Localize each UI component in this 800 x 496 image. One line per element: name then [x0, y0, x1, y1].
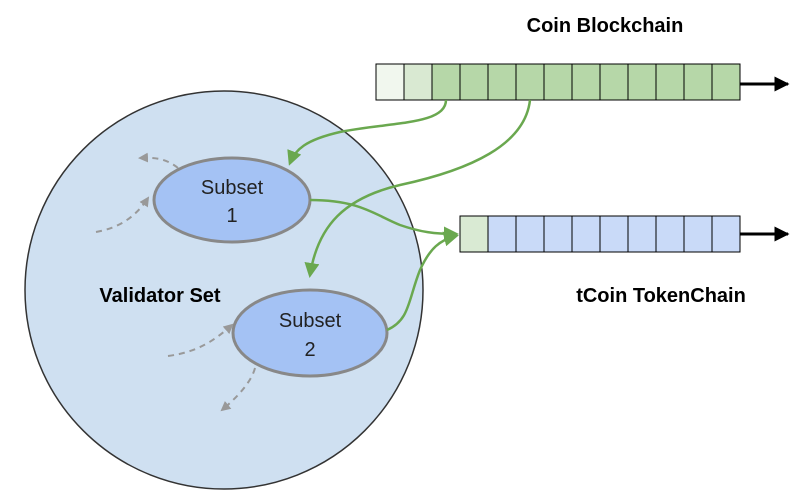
validator-set-label: Validator Set [99, 285, 220, 307]
coin-chain-block [515, 63, 545, 101]
token-chain [459, 215, 741, 253]
coin-blockchain-title: Coin Blockchain [527, 15, 684, 37]
token-chain-block [543, 215, 573, 253]
subset-2-label-line1: Subset [279, 310, 342, 332]
gossip-in-subset-2-arrow [167, 323, 234, 357]
token-chain-block [627, 215, 657, 253]
coin-chain-block [403, 63, 433, 101]
coin-chain-block [599, 63, 629, 101]
token-chain-block [571, 215, 601, 253]
subset-1-ellipse [152, 156, 312, 244]
token-chain-block [515, 215, 545, 253]
token-chain-block [599, 215, 629, 253]
coin-chain-block [431, 63, 461, 101]
coin-to-subset-1-arrow [287, 99, 448, 166]
coin-chain-block [543, 63, 573, 101]
subset-2-to-token-arrow [386, 231, 459, 332]
coin-blockchain [375, 63, 741, 101]
token-chain-title: tCoin TokenChain [576, 285, 746, 307]
subset-1-to-token-arrow [309, 198, 459, 242]
subset-2: Subset 2 [231, 288, 389, 378]
gossip-in-subset-1-arrow [95, 196, 150, 233]
subset-1: Subset 1 [152, 156, 312, 244]
gossip-out-subset-1-arrow [138, 152, 179, 169]
coin-chain-block [459, 63, 489, 101]
token-chain-block [683, 215, 713, 253]
subset-2-ellipse [231, 288, 389, 378]
coin-to-subset-2-arrow [304, 99, 532, 278]
coin-chain-block [627, 63, 657, 101]
subset-1-label-line2: 1 [226, 205, 237, 227]
subset-1-label-line1: Subset [201, 177, 264, 199]
token-chain-block [459, 215, 489, 253]
coin-chain-block [683, 63, 713, 101]
token-chain-block [655, 215, 685, 253]
validator-set-circle [24, 90, 424, 490]
token-chain-block [711, 215, 741, 253]
token-chain-block [487, 215, 517, 253]
coin-chain-block [571, 63, 601, 101]
coin-chain-block [375, 63, 405, 101]
coin-chain-block [655, 63, 685, 101]
coin-chain-block [711, 63, 741, 101]
subset-2-label-line2: 2 [304, 339, 315, 361]
coin-chain-block [487, 63, 517, 101]
gossip-out-subset-2-arrow [220, 367, 256, 412]
